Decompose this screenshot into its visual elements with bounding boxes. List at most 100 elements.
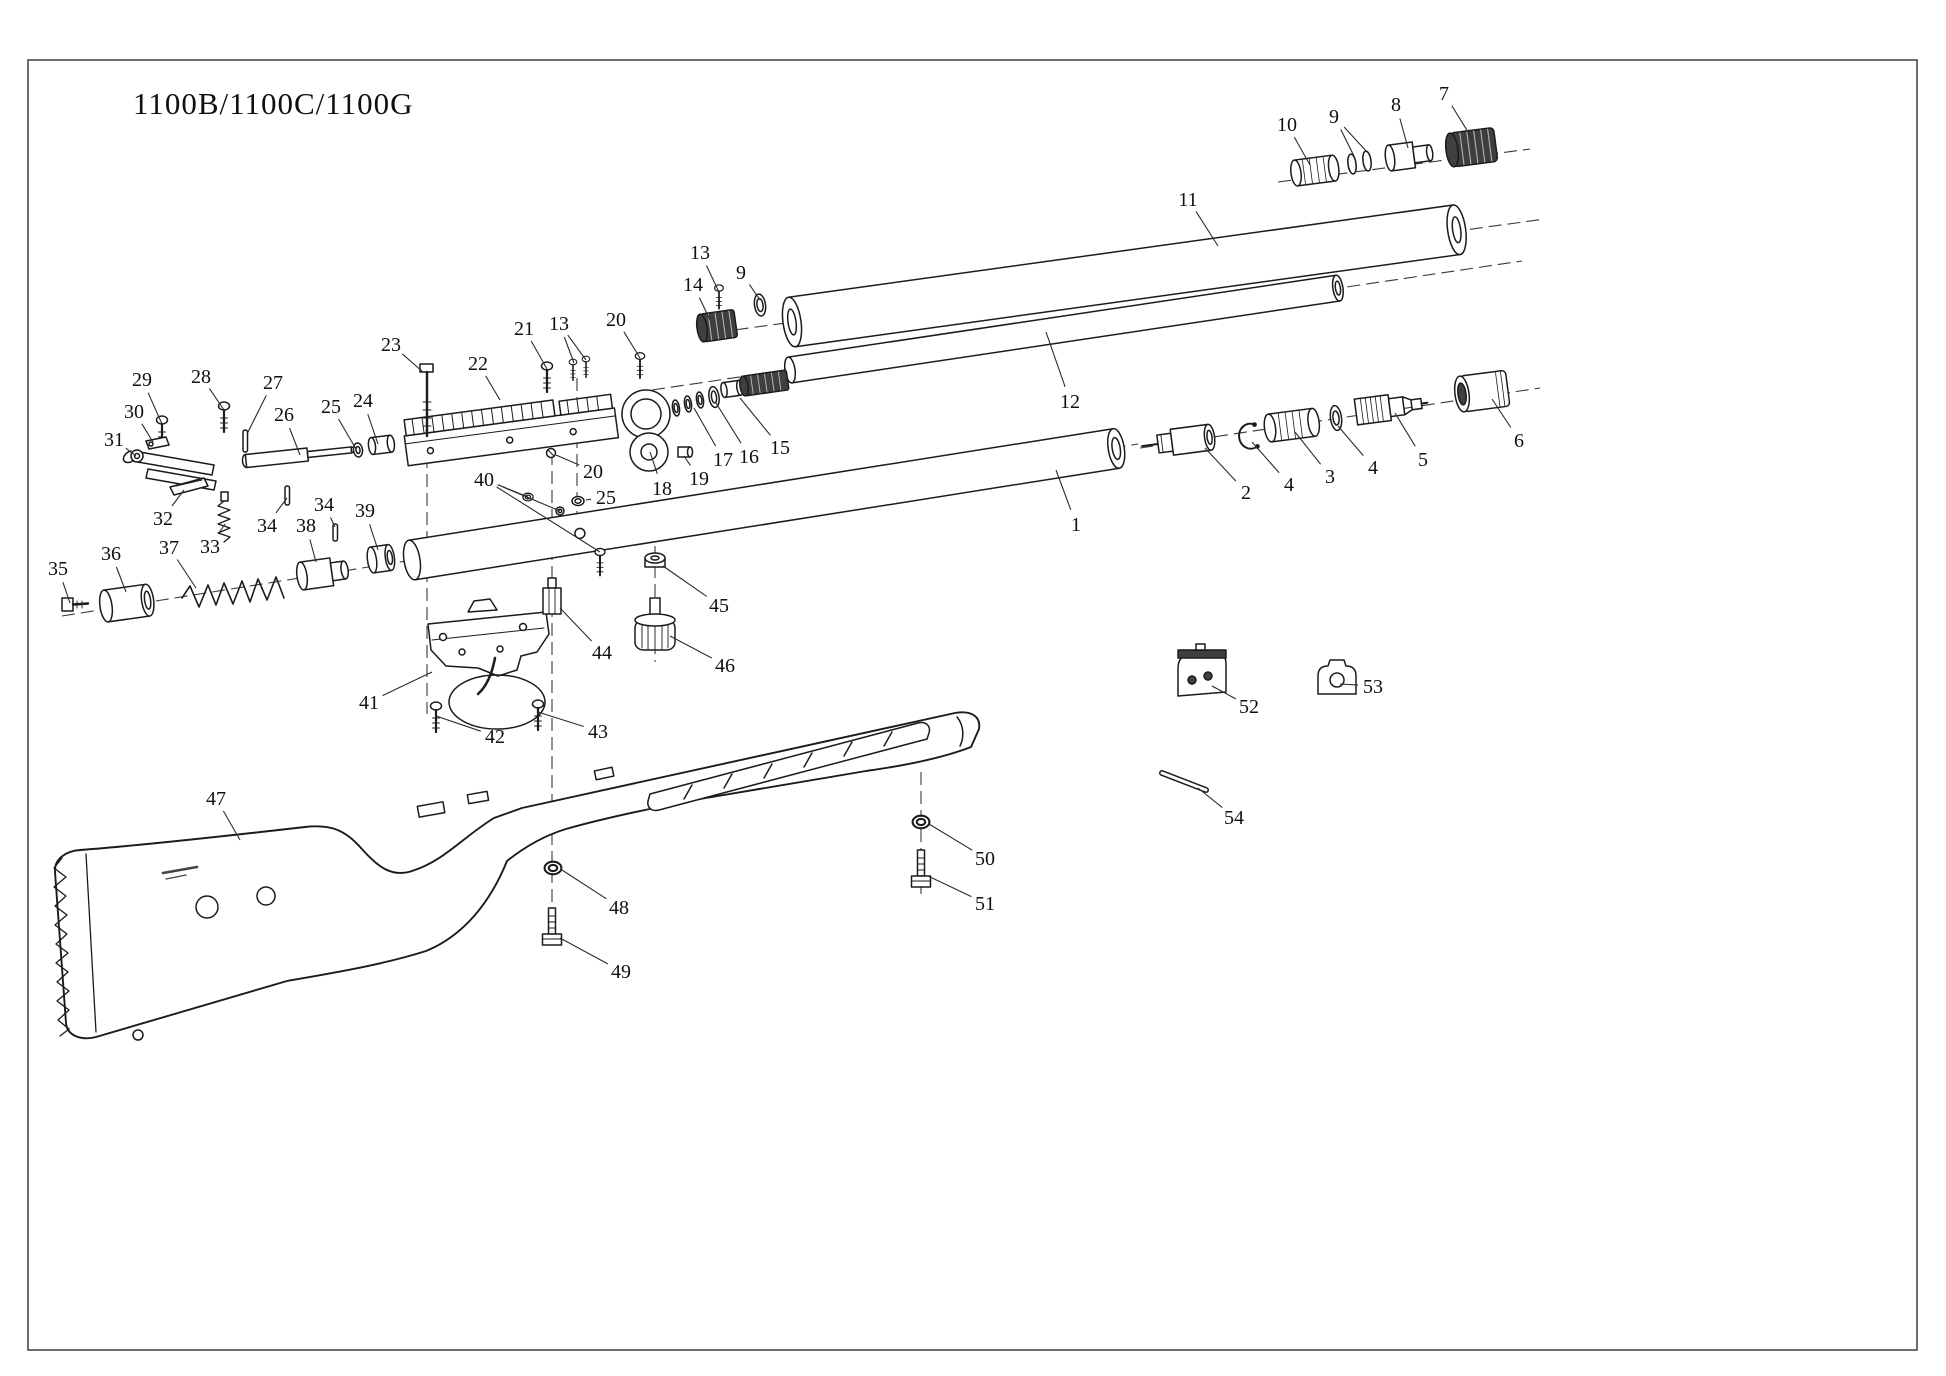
trigger-group-drawing	[427, 598, 550, 734]
leader-line-36	[115, 566, 127, 593]
part-label-18: 18	[652, 478, 672, 500]
leader-line-26	[288, 427, 301, 456]
leader-line-4	[1337, 425, 1364, 456]
leader-line-35	[62, 582, 71, 604]
leader-line-13	[567, 334, 587, 361]
breech-parts-drawing	[621, 369, 790, 472]
part-label-16: 16	[739, 446, 759, 468]
leader-line-8	[1399, 118, 1409, 149]
leader-line-43	[537, 711, 584, 728]
part-label-36: 36	[101, 543, 121, 565]
part-label-4: 4	[1368, 457, 1378, 479]
stock-drawing	[53, 711, 981, 1041]
part-label-5: 5	[1418, 449, 1428, 471]
part-label-51: 51	[975, 893, 995, 915]
part-label-26: 26	[274, 404, 294, 426]
part-label-1: 1	[1071, 514, 1081, 536]
leader-line-13	[705, 265, 720, 293]
leader-line-54	[1197, 787, 1223, 809]
part-label-17: 17	[713, 449, 733, 471]
part-label-13: 13	[549, 313, 569, 335]
leader-line-17	[693, 407, 717, 447]
part-label-15: 15	[770, 437, 790, 459]
leader-line-21	[530, 340, 548, 370]
part-label-27: 27	[263, 372, 283, 394]
leader-line-52	[1211, 685, 1237, 700]
part-label-46: 46	[715, 655, 735, 677]
leader-line-20	[623, 331, 641, 359]
part-label-25: 25	[321, 396, 341, 418]
part-label-2: 2	[1241, 482, 1251, 504]
leader-line-24	[367, 414, 379, 445]
part-label-10: 10	[1277, 114, 1297, 136]
leader-line-39	[369, 524, 379, 551]
part-label-29: 29	[132, 369, 152, 391]
leader-line-41	[382, 671, 433, 697]
part-label-34: 34	[314, 494, 334, 516]
leader-line-7	[1451, 105, 1474, 141]
part-label-22: 22	[468, 353, 488, 375]
leader-line-2	[1204, 447, 1237, 482]
part-label-20: 20	[606, 309, 626, 331]
part-label-41: 41	[359, 692, 379, 714]
part-label-31: 31	[104, 429, 124, 451]
page-border	[27, 59, 1918, 1351]
part-label-9: 9	[1329, 106, 1339, 128]
leader-line-42	[435, 715, 481, 732]
part-label-8: 8	[1391, 94, 1401, 116]
part-label-48: 48	[609, 897, 629, 919]
part-label-19: 19	[689, 468, 709, 490]
part-label-4: 4	[1284, 474, 1294, 496]
leader-line-40	[496, 486, 601, 553]
leader-line-51	[927, 875, 972, 898]
part-label-49: 49	[611, 961, 631, 983]
leader-line-22	[485, 375, 501, 401]
leader-line-34	[330, 517, 336, 528]
leader-line-15	[739, 397, 771, 436]
part-label-38: 38	[296, 515, 316, 537]
leader-line-34	[275, 497, 288, 514]
cocking-lever-drawing	[122, 400, 396, 543]
leader-line-13	[563, 336, 575, 364]
mount-hardware-drawing	[542, 552, 676, 651]
part-label-21: 21	[514, 318, 534, 340]
part-label-54: 54	[1224, 807, 1244, 829]
leader-line-29	[147, 392, 163, 425]
part-label-3: 3	[1325, 466, 1335, 488]
leader-line-48	[561, 869, 607, 900]
leader-line-38	[309, 539, 317, 563]
part-label-53: 53	[1363, 676, 1383, 698]
part-label-44: 44	[592, 642, 612, 664]
barrel-drawing	[781, 204, 1467, 348]
leader-line-53	[1339, 683, 1359, 686]
part-label-23: 23	[381, 334, 401, 356]
part-label-12: 12	[1060, 391, 1080, 413]
leader-line-3	[1294, 431, 1322, 465]
leader-line-45	[662, 565, 708, 597]
rail-receiver-drawing	[403, 393, 620, 467]
part-label-40: 40	[474, 469, 494, 491]
part-label-34: 34	[257, 515, 277, 537]
part-label-9: 9	[736, 262, 746, 284]
leader-line-40	[497, 484, 561, 512]
barrel-nut-parts-drawing	[695, 283, 767, 343]
main-tube-drawing	[402, 427, 1126, 581]
leader-line-28	[208, 388, 225, 411]
leader-line-18	[649, 451, 658, 474]
part-label-11: 11	[1178, 189, 1197, 211]
leader-line-25	[338, 418, 357, 450]
leader-line-14	[698, 297, 711, 321]
leader-line-12	[1045, 331, 1066, 387]
receiver-screws-drawing	[419, 351, 646, 577]
leader-line-4	[1251, 441, 1280, 474]
leader-line-44	[559, 607, 592, 642]
leader-line-20	[555, 454, 580, 466]
inner-tube-drawing	[783, 274, 1344, 384]
part-label-39: 39	[355, 500, 375, 522]
leader-line-10	[1293, 136, 1311, 166]
leader-line-5	[1394, 412, 1416, 447]
leader-line-46	[669, 635, 712, 659]
leader-line-31	[125, 447, 137, 457]
diagram-title: 1100B/1100C/1100G	[133, 86, 414, 121]
